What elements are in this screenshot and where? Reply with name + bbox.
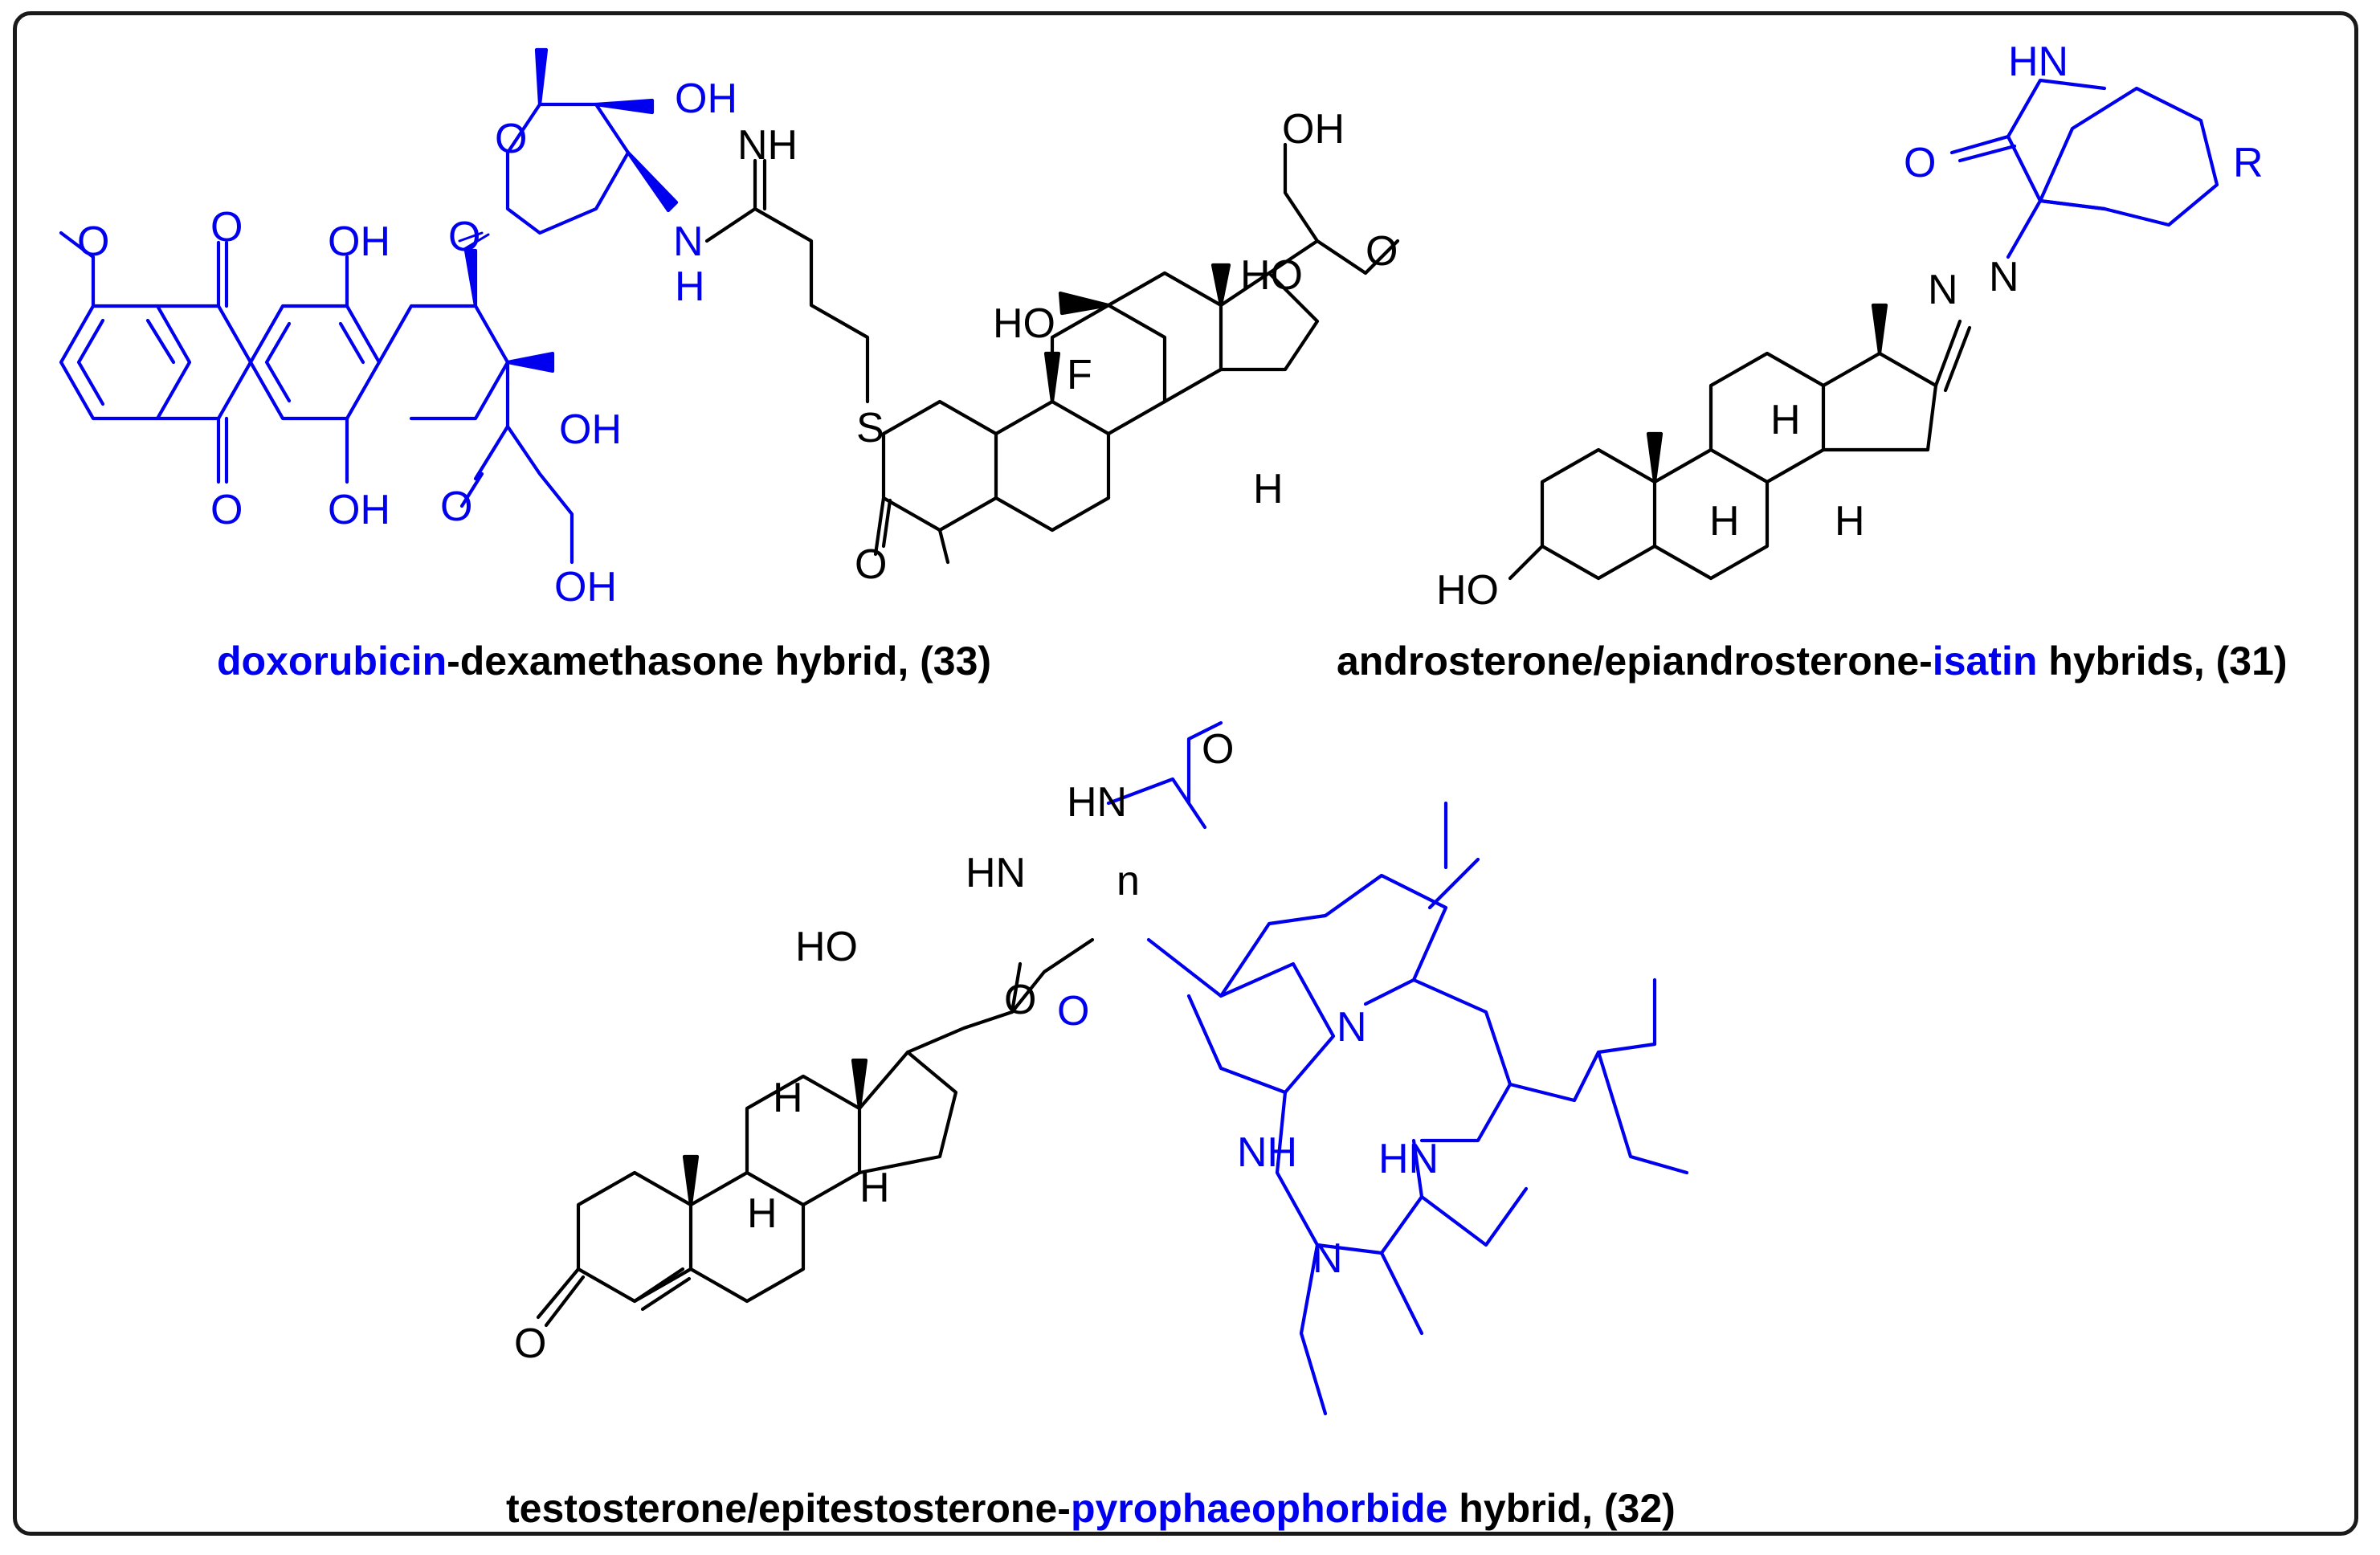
androsterone-bonds [1508, 303, 1972, 581]
atom-label: N [1989, 254, 2019, 300]
atom-label: HN [1378, 1136, 1439, 1182]
atom-label: O [210, 487, 243, 533]
atom-label: HO [1436, 567, 1499, 614]
atom-label: O [448, 214, 480, 260]
figure-frame [13, 11, 2358, 1536]
atom-label: O [1004, 977, 1036, 1023]
atom-label: NH [737, 122, 798, 169]
atom-label: OH [328, 487, 390, 533]
atom-label: O [210, 204, 243, 251]
isatin-bonds [1949, 78, 2219, 259]
atom-label: O [514, 1320, 546, 1367]
doxorubicin-labels: O O OH O OH O O OH OH O OH N H [77, 76, 737, 610]
atom-label: H [1835, 498, 1865, 545]
caption-compound-32: testosterone/epitestosterone-pyrophaeoph… [506, 1486, 1676, 1531]
atom-label: n [1117, 858, 1140, 904]
dexamethasone-bonds [704, 142, 1400, 565]
atom-label: S [856, 405, 884, 451]
dexamethasone-labels: NH S O HO F H HO O OH [737, 106, 1398, 588]
atom-label: OH [675, 76, 737, 122]
atom-label: H [773, 1075, 803, 1121]
pyrophaeophorbide-labels: O N NH HN N [1057, 988, 1439, 1282]
atom-label: H [1709, 498, 1740, 545]
doxorubicin-bonds [59, 47, 679, 565]
atom-label: HO [1240, 252, 1303, 299]
atom-label: OH [554, 564, 617, 610]
atom-label: HO [993, 300, 1055, 347]
atom-label: N [1337, 1004, 1367, 1051]
testosterone-bonds [536, 937, 1095, 1328]
atom-label: HO [795, 924, 858, 970]
atom-label: O [495, 116, 527, 162]
caption-compound-31: androsterone/epiandrosterone-isatin hybr… [1337, 639, 2288, 684]
atom-label: H [675, 263, 705, 310]
testosterone-labels: O H H H HO O HN n HN O [514, 726, 1234, 1367]
atom-label: NH [1237, 1129, 1297, 1176]
atom-label: O [1366, 228, 1398, 275]
androsterone-labels: HO H H H N N [1436, 254, 2019, 614]
atom-label: O [77, 218, 109, 265]
atom-label: H [859, 1165, 890, 1211]
atom-label: HN [2008, 39, 2068, 85]
atom-label: O [1202, 726, 1234, 773]
atom-label: OH [1282, 106, 1345, 153]
atom-label: R [2233, 140, 2264, 186]
pyrophaeophorbide-bonds [1106, 720, 1689, 1416]
atom-label: O [855, 541, 887, 588]
atom-label: O [1057, 988, 1089, 1035]
atom-label: HN [1067, 779, 1127, 826]
atom-label: OH [559, 406, 622, 453]
atom-label: F [1067, 352, 1092, 398]
isatin-labels: O HN R [1904, 39, 2264, 186]
atom-label: H [747, 1190, 778, 1237]
atom-label: O [1904, 140, 1936, 186]
caption-compound-33: doxorubicin-dexamethasone hybrid, (33) [217, 639, 991, 684]
atom-label: H [1770, 397, 1801, 443]
atom-label: N [1312, 1235, 1343, 1282]
atom-label: HN [965, 850, 1026, 896]
atom-label: H [1253, 466, 1284, 512]
atom-label: N [1928, 267, 1958, 313]
atom-label: N [673, 218, 704, 265]
atom-label: O [440, 484, 472, 530]
atom-label: OH [328, 218, 390, 265]
